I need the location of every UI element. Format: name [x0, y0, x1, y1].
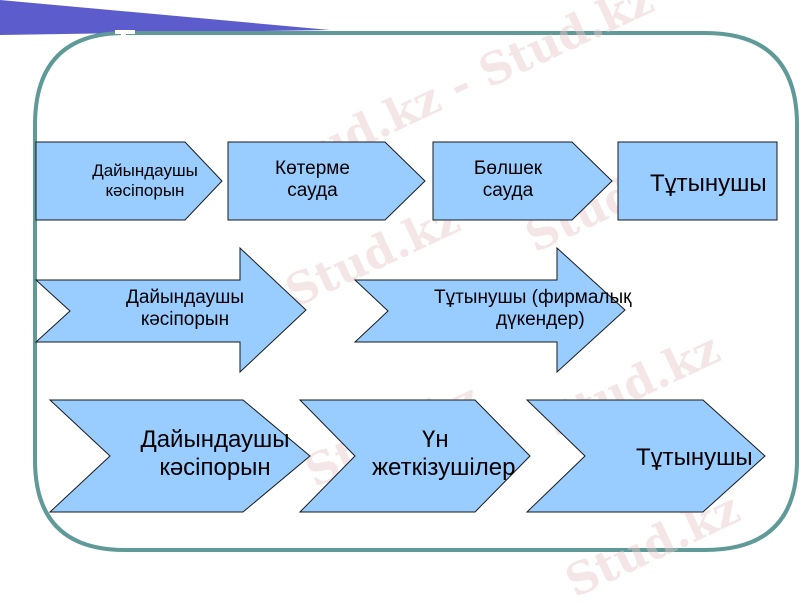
label-line2: сауда	[482, 179, 534, 201]
title-banner	[0, 0, 330, 35]
content-frame	[33, 31, 799, 552]
row3-chevron-1	[48, 399, 311, 513]
row2-item1-label: Дайындаушы кәсіпорын	[100, 287, 270, 331]
row3-chevron-3	[525, 399, 766, 513]
label-line1: Дайындаушы	[140, 426, 290, 453]
row3-item3-label: Тұтынушы	[636, 444, 796, 472]
label-line1: Дайындаушы	[125, 287, 245, 308]
label-line1: Тұтынушы	[636, 444, 753, 471]
row2-notched-arrow-2	[353, 246, 626, 374]
label-line1: Тұтынушы (фирмалық	[434, 287, 632, 308]
row1-item4-label: Тұтынушы	[650, 170, 800, 198]
row3-item2-label: Үн жеткізушілер	[350, 426, 560, 481]
label-line1: Бөлшек	[473, 158, 543, 179]
row1-pentagon-1	[35, 141, 223, 221]
label-line2: жеткізушілер	[372, 453, 516, 481]
label-line2: кәсіпорын	[140, 308, 230, 330]
label-line2: сауда	[287, 179, 338, 201]
slide-background	[0, 0, 799, 552]
flow-diagram	[34, 141, 778, 513]
row3-item1-label: Дайындаушы кәсіпорын	[130, 426, 300, 481]
row1-item1-label: Дайындаушы кәсіпорын	[60, 161, 230, 200]
label-line1: Көтерме	[275, 158, 350, 179]
label-line2: дүкендер)	[496, 308, 585, 330]
label-line2: кәсіпорын	[105, 180, 185, 200]
row1-rectangle-4	[617, 141, 778, 221]
row2-item2-label: Тұтынушы (фирмалық дүкендер)	[420, 287, 690, 331]
label-line1: Үн	[422, 426, 449, 453]
label-line1: Дайындаушы	[92, 161, 198, 180]
row1-pentagon-3	[432, 141, 613, 221]
row2-notched-arrow-1	[34, 246, 307, 374]
label-line2: кәсіпорын	[159, 453, 271, 481]
row1-item2-label: Көтерме сауда	[230, 158, 395, 202]
label-line1: Тұтынушы	[650, 170, 767, 197]
row1-pentagon-2	[227, 141, 426, 221]
row3-chevron-2	[298, 399, 531, 513]
row1-item3-label: Бөлшек сауда	[433, 158, 583, 202]
